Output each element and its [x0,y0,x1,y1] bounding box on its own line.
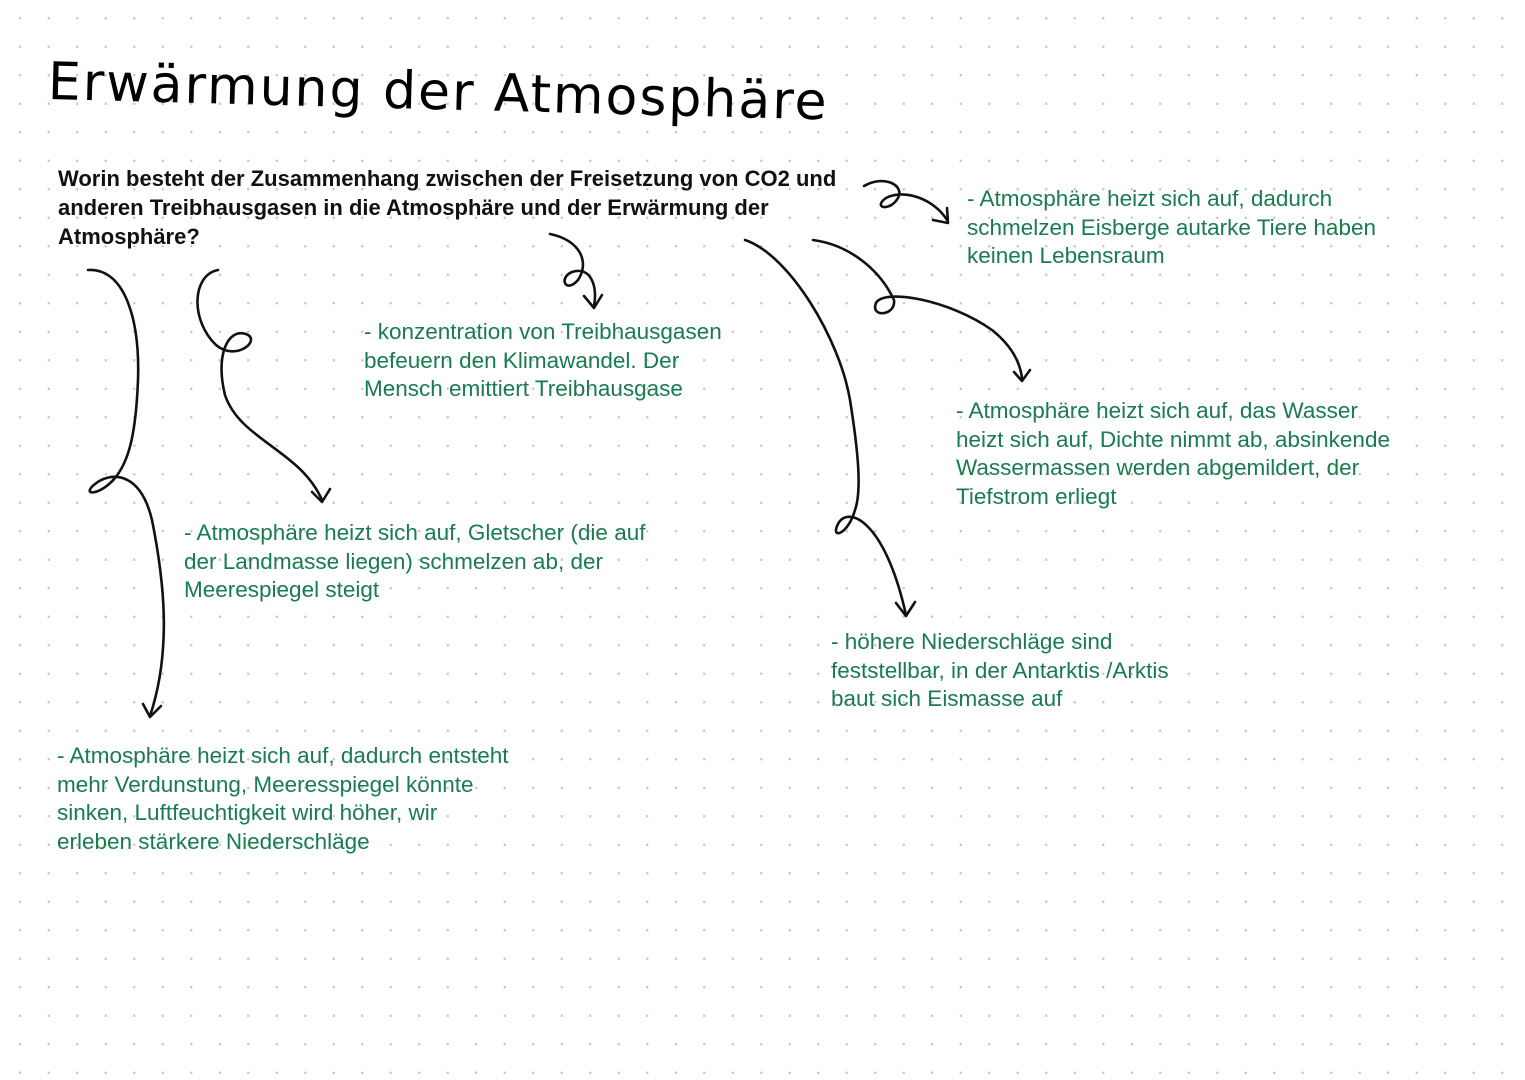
note-wasser-tiefstrom: - Atmosphäre heizt sich auf, das Wasser … [956,398,1390,509]
arrow-to-gletscher [196,268,332,504]
note-treibhausgase: - konzentration von Treibhausgasen befeu… [364,319,722,401]
note-eisberge: - Atmosphäre heizt sich auf, dadurch sch… [967,186,1376,268]
page-title: Erwärmung der Atmosphäre [47,52,830,133]
arrow-to-eisberge [862,179,950,225]
arrow-to-niederschlaege [743,238,917,618]
arrow-to-verdunstung [86,268,166,719]
note-niederschlaege: - höhere Niederschläge sind feststellbar… [831,629,1169,711]
note-verdunstung: - Atmosphäre heizt sich auf, dadurch ent… [57,743,509,854]
question-text: Worin besteht der Zusammenhang zwischen … [58,166,837,249]
note-gletscher: - Atmosphäre heizt sich auf, Gletscher (… [184,520,646,602]
